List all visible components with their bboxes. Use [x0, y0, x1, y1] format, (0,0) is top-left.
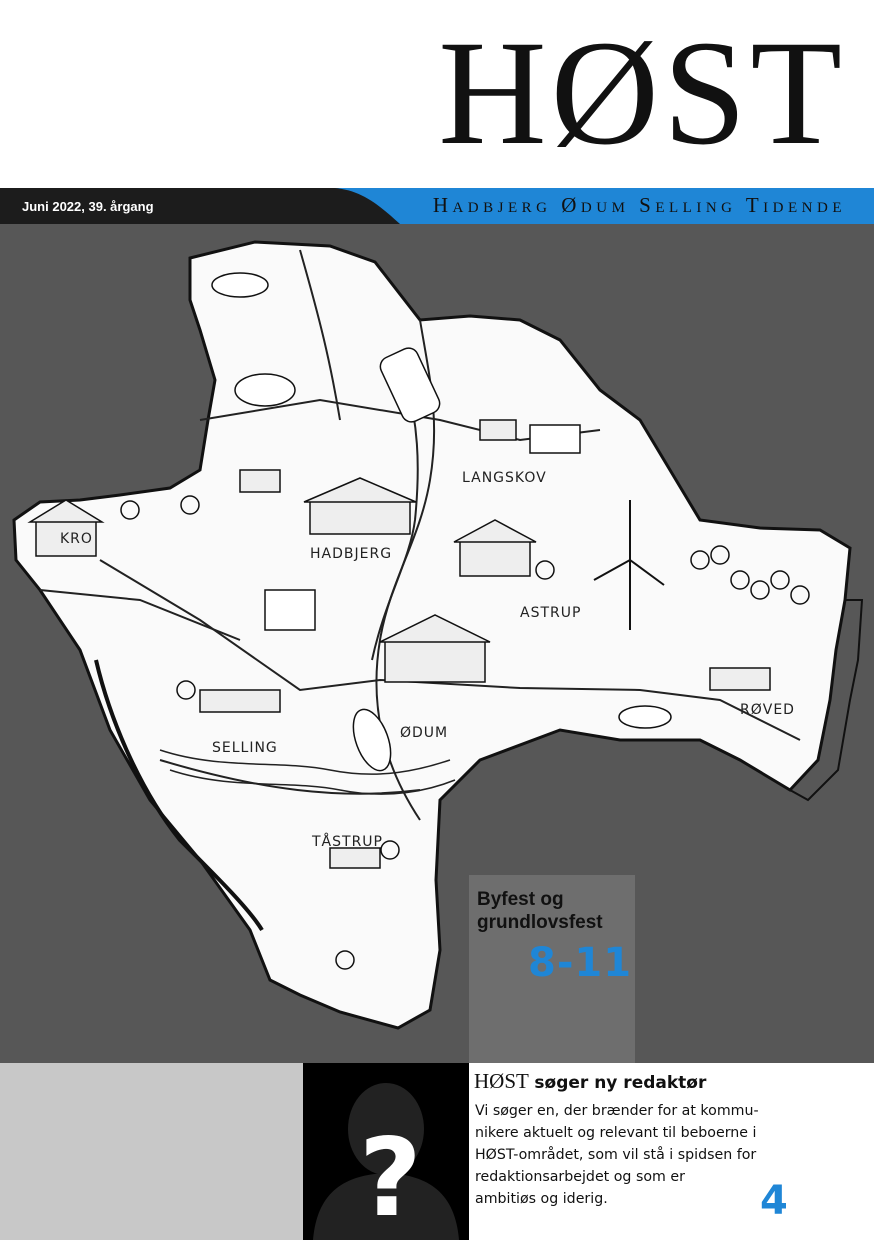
article-body-line: redaktionsarbejdet og som er: [475, 1169, 685, 1185]
masthead-title: HØST: [438, 10, 846, 176]
place-kro: KRO: [60, 531, 93, 547]
river: [159, 749, 456, 795]
trees: [120, 495, 810, 970]
article-body-line: HØST-området, som vil stå i spidsen for: [475, 1147, 757, 1163]
place-odum: ØDUM: [400, 725, 448, 741]
place-selling: SELLING: [212, 740, 278, 756]
article-box[interactable]: [469, 1063, 874, 1240]
place-hadbjerg: HADBJERG: [310, 546, 392, 562]
article-body-line: ambitiøs og iderig.: [475, 1191, 608, 1207]
place-astrup: ASTRUP: [520, 605, 581, 621]
article-title: HØST søger ny redaktør: [474, 1069, 706, 1095]
article-body: Vi søger en, der brænder for at kommu- n…: [475, 1100, 775, 1210]
header-band-shape: [0, 188, 874, 224]
article-title-publication: HØST: [474, 1069, 529, 1093]
village-buildings: [27, 419, 771, 869]
article-title-rest: søger ny redaktør: [534, 1073, 707, 1093]
place-roved: RØVED: [740, 702, 795, 718]
feature-teaser-box[interactable]: [469, 875, 635, 1063]
person-silhouette: [313, 1083, 459, 1240]
article-body-line: nikere aktuelt og relevant til beboerne …: [475, 1125, 757, 1141]
question-mark: ?: [359, 1116, 422, 1240]
animals-vehicles: [211, 272, 672, 772]
article-page-number: 4: [760, 1178, 788, 1224]
question-mark-silhouette-icon: ?: [303, 1063, 469, 1240]
feature-title: Byfest og grundlovsfest: [477, 889, 603, 933]
publication-subtitle: Hadbjerg Ødum Selling Tidende: [432, 193, 846, 217]
wind-turbine: [593, 500, 665, 630]
map-illustration: LANGSKOV HADBJERG ASTRUP KRO RØVED SELLI…: [12, 240, 864, 1030]
place-tastrup: TÅSTRUP: [311, 833, 383, 850]
article-body-line: Vi søger en, der brænder for at kommu-: [475, 1103, 759, 1119]
map-labels: LANGSKOV HADBJERG ASTRUP KRO RØVED SELLI…: [60, 470, 795, 850]
rail-line: [94, 659, 264, 932]
place-langskov: LANGSKOV: [462, 470, 547, 486]
header-band: [0, 188, 874, 224]
issue-date: Juni 2022, 39. årgang: [22, 199, 154, 214]
feature-page-range: 8-11: [528, 940, 633, 986]
masthead: HØST: [0, 0, 874, 188]
